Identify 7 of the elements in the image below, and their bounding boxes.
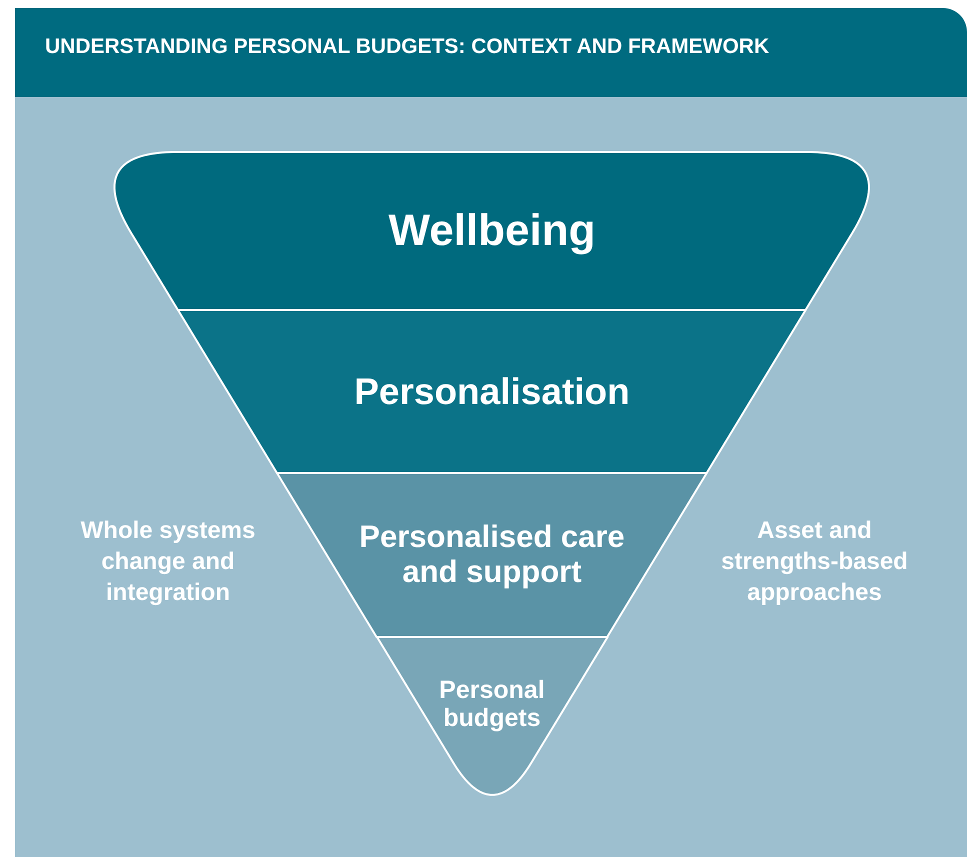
side-label: Whole systems change and integration <box>80 516 256 608</box>
band-label: Personal budgets <box>438 676 546 732</box>
band-label: Personalised care and support <box>358 520 626 590</box>
title: UNDERSTANDING PERSONAL BUDGETS: CONTEXT AND FRAMEWORK <box>45 35 770 59</box>
band-label: Wellbeing <box>388 206 596 256</box>
band-label: Personalisation <box>354 370 630 412</box>
side-label: Asset and strengths-based approaches <box>720 516 909 608</box>
